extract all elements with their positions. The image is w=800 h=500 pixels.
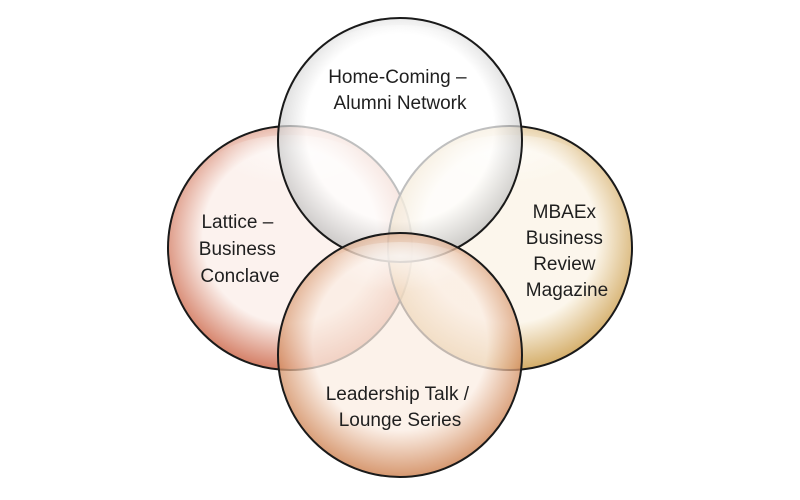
label-right-line-4: Magazine bbox=[526, 280, 608, 301]
label-right: MBAEx Business Review Magazine bbox=[526, 202, 608, 301]
label-top-line-1: Home-Coming – bbox=[328, 67, 467, 88]
label-bottom: Leadership Talk / Lounge Series bbox=[326, 384, 475, 431]
circle-bottom bbox=[277, 232, 523, 478]
label-bottom-line-1: Leadership Talk / bbox=[326, 384, 470, 405]
label-right-line-1: MBAEx bbox=[533, 202, 597, 223]
label-left-line-2: Business bbox=[199, 239, 276, 260]
label-left: Lattice – Business Conclave bbox=[199, 212, 281, 287]
circle-bottom-gloss bbox=[315, 242, 485, 322]
circle-top-gloss bbox=[315, 25, 485, 105]
label-left-line-1: Lattice – bbox=[201, 212, 273, 233]
label-top: Home-Coming – Alumni Network bbox=[328, 67, 472, 114]
label-right-line-2: Business bbox=[526, 228, 603, 249]
label-left-line-3: Conclave bbox=[200, 266, 279, 287]
label-right-line-3: Review bbox=[533, 254, 596, 275]
label-top-line-2: Alumni Network bbox=[333, 93, 467, 114]
label-bottom-line-2: Lounge Series bbox=[339, 410, 462, 431]
circle-top bbox=[277, 17, 523, 263]
